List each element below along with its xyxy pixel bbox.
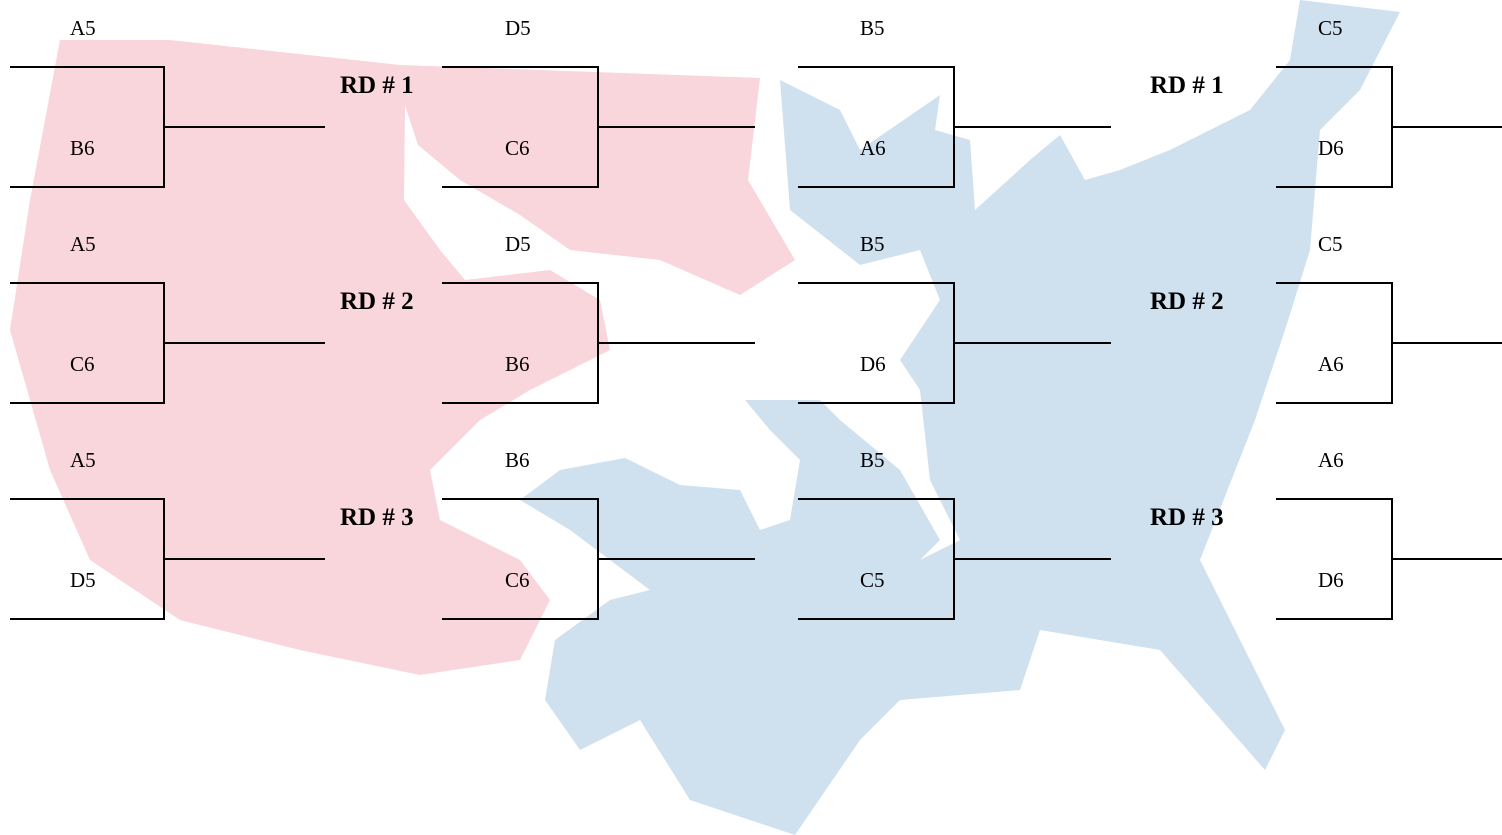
west-rd1-matchup2-bottom-seed: C6 bbox=[505, 136, 530, 160]
east-round-3-label: RD # 3 bbox=[1150, 504, 1224, 531]
west-region-shape bbox=[10, 40, 795, 675]
west-rd2-matchup2-bottom-line bbox=[442, 402, 599, 404]
west-rd1-matchup1-bottom-seed: B6 bbox=[70, 136, 95, 160]
west-rd3-matchup1-winner-line bbox=[163, 558, 325, 560]
east-rd2-matchup2-bottom-line bbox=[1276, 402, 1393, 404]
east-rd3-matchup1-bottom-line bbox=[798, 618, 955, 620]
east-rd2-matchup1-top-line bbox=[798, 282, 955, 284]
west-rd1-matchup1-bottom-line bbox=[10, 186, 165, 188]
east-rd1-matchup1-bottom-line bbox=[798, 186, 955, 188]
east-rd1-matchup1-top-line bbox=[798, 66, 955, 68]
west-rd2-matchup2-top-seed: D5 bbox=[505, 232, 531, 256]
west-rd1-matchup1-winner-line bbox=[163, 126, 325, 128]
east-rd3-matchup2-top-seed: A6 bbox=[1318, 448, 1344, 472]
west-rd3-matchup1-bottom-line bbox=[10, 618, 165, 620]
east-rd3-matchup2-bottom-line bbox=[1276, 618, 1393, 620]
east-rd3-matchup1-bottom-seed: C5 bbox=[860, 568, 885, 592]
east-rd3-matchup2-top-line bbox=[1276, 498, 1393, 500]
east-rd1-matchup2-bottom-seed: D6 bbox=[1318, 136, 1344, 160]
east-round-1-label: RD # 1 bbox=[1150, 72, 1224, 99]
east-rd1-matchup2-top-seed: C5 bbox=[1318, 16, 1343, 40]
west-rd1-matchup2-top-seed: D5 bbox=[505, 16, 531, 40]
east-rd1-matchup2-top-line bbox=[1276, 66, 1393, 68]
west-rd3-matchup2-bottom-seed: C6 bbox=[505, 568, 530, 592]
east-rd1-matchup1-bottom-seed: A6 bbox=[860, 136, 886, 160]
west-rd3-matchup2-winner-line bbox=[597, 558, 755, 560]
west-rd1-matchup2-winner-line bbox=[597, 126, 755, 128]
east-rd3-matchup2-bottom-seed: D6 bbox=[1318, 568, 1344, 592]
west-rd3-matchup2-bottom-line bbox=[442, 618, 599, 620]
east-rd2-matchup2-winner-line bbox=[1391, 342, 1502, 344]
west-rd3-matchup2-top-seed: B6 bbox=[505, 448, 530, 472]
west-rd2-matchup2-bottom-seed: B6 bbox=[505, 352, 530, 376]
west-rd2-matchup1-top-seed: A5 bbox=[70, 232, 96, 256]
east-rd1-matchup1-winner-line bbox=[953, 126, 1111, 128]
west-round-3-label: RD # 3 bbox=[340, 504, 414, 531]
west-rd3-matchup1-top-seed: A5 bbox=[70, 448, 96, 472]
west-rd1-matchup1-top-line bbox=[10, 66, 165, 68]
east-rd2-matchup2-bottom-seed: A6 bbox=[1318, 352, 1344, 376]
east-round-2-label: RD # 2 bbox=[1150, 288, 1224, 315]
east-rd1-matchup1-top-seed: B5 bbox=[860, 16, 885, 40]
east-rd1-matchup2-winner-line bbox=[1391, 126, 1502, 128]
east-region-shape bbox=[520, 0, 1400, 835]
west-rd3-matchup2-top-line bbox=[442, 498, 599, 500]
east-rd3-matchup1-winner-line bbox=[953, 558, 1111, 560]
east-rd2-matchup1-bottom-line bbox=[798, 402, 955, 404]
east-rd2-matchup2-top-seed: C5 bbox=[1318, 232, 1343, 256]
west-rd2-matchup1-bottom-seed: C6 bbox=[70, 352, 95, 376]
west-rd2-matchup2-winner-line bbox=[597, 342, 755, 344]
east-rd2-matchup1-winner-line bbox=[953, 342, 1111, 344]
east-rd2-matchup2-top-line bbox=[1276, 282, 1393, 284]
east-rd2-matchup1-bottom-seed: D6 bbox=[860, 352, 886, 376]
west-rd3-matchup1-bottom-seed: D5 bbox=[70, 568, 96, 592]
west-rd3-matchup1-top-line bbox=[10, 498, 165, 500]
west-rd2-matchup1-bottom-line bbox=[10, 402, 165, 404]
west-rd2-matchup1-top-line bbox=[10, 282, 165, 284]
east-rd3-matchup1-top-line bbox=[798, 498, 955, 500]
west-round-2-label: RD # 2 bbox=[340, 288, 414, 315]
west-rd2-matchup2-top-line bbox=[442, 282, 599, 284]
east-rd3-matchup2-winner-line bbox=[1391, 558, 1502, 560]
west-rd1-matchup2-bottom-line bbox=[442, 186, 599, 188]
west-rd1-matchup1-top-seed: A5 bbox=[70, 16, 96, 40]
west-rd1-matchup2-top-line bbox=[442, 66, 599, 68]
west-rd2-matchup1-winner-line bbox=[163, 342, 325, 344]
east-rd2-matchup1-top-seed: B5 bbox=[860, 232, 885, 256]
east-rd3-matchup1-top-seed: B5 bbox=[860, 448, 885, 472]
west-round-1-label: RD # 1 bbox=[340, 72, 414, 99]
east-rd1-matchup2-bottom-line bbox=[1276, 186, 1393, 188]
